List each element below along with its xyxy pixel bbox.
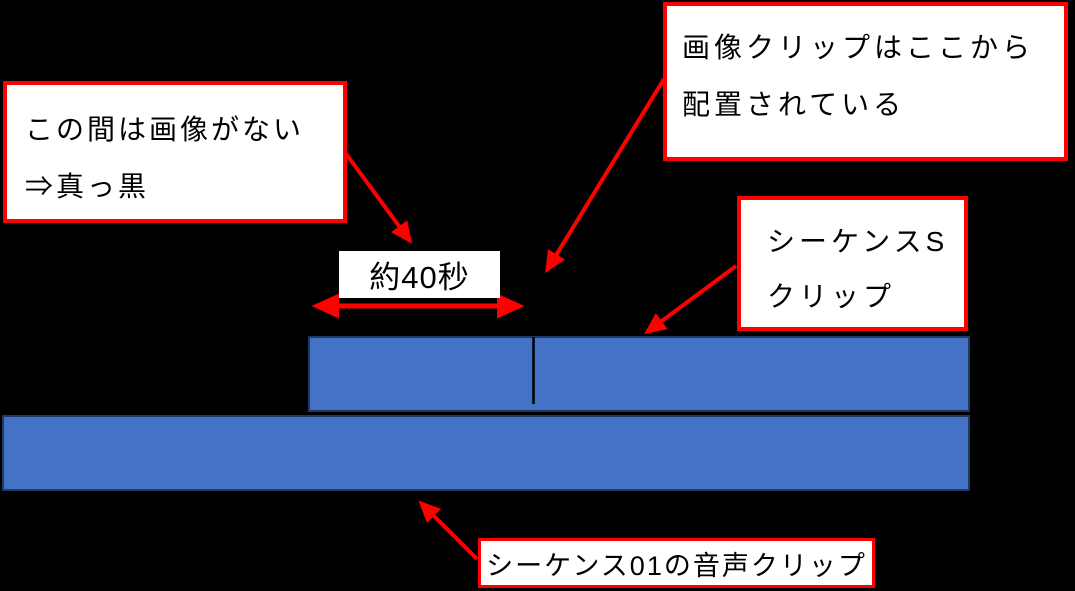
arrow-sequence-s-to-bar-icon bbox=[644, 264, 738, 335]
callout-sequence-s-line2: クリップ bbox=[767, 281, 896, 312]
arrow-audio-label-to-bar-icon bbox=[418, 500, 479, 561]
callout-audio-clip: シーケンス01の音声クリップ bbox=[478, 538, 875, 588]
callout-image-clip-start-line2: 配置されている bbox=[682, 89, 906, 120]
callout-sequence-s: シーケンスS クリップ bbox=[737, 196, 968, 331]
callout-no-image-line1: この間は画像がない bbox=[25, 114, 305, 145]
callout-duration: 約40秒 bbox=[339, 251, 500, 298]
callout-no-image-line2: ⇒真っ黒 bbox=[25, 171, 150, 202]
callout-image-clip-start: 画像クリップはここから 配置されている bbox=[663, 2, 1068, 161]
audio-clip-bar bbox=[2, 415, 970, 491]
arrow-image-clip-start-icon bbox=[545, 77, 666, 274]
video-clip-bar bbox=[308, 336, 970, 412]
callout-no-image: この間は画像がない ⇒真っ黒 bbox=[3, 81, 347, 223]
arrow-no-image-to-duration-icon bbox=[342, 149, 413, 244]
callout-sequence-s-line1: シーケンスS bbox=[767, 226, 949, 257]
callout-image-clip-start-line1: 画像クリップはここから bbox=[682, 32, 1035, 63]
